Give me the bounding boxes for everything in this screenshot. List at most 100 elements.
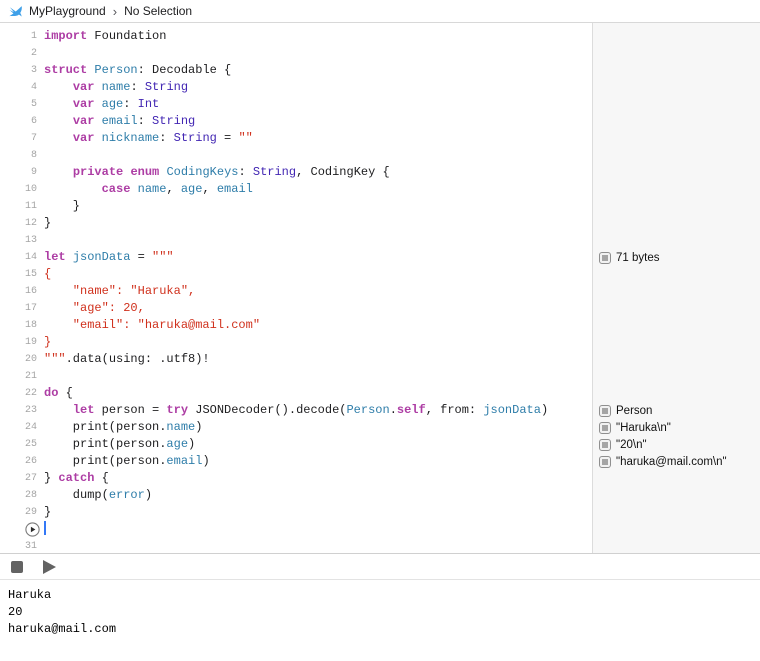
code-line[interactable]: 6 var email: String bbox=[0, 113, 592, 130]
inline-result[interactable]: 71 bytes bbox=[593, 249, 659, 266]
code-text: "name": "Haruka", bbox=[44, 284, 196, 298]
code-line[interactable]: 24 print(person.name) bbox=[0, 419, 592, 436]
code-text bbox=[44, 45, 592, 62]
code-line[interactable]: 2 bbox=[0, 45, 592, 62]
code-text bbox=[44, 538, 592, 553]
line-number: 8 bbox=[30, 150, 37, 161]
code-line[interactable]: 25 print(person.age) bbox=[0, 436, 592, 453]
code-line[interactable]: 26 print(person.email) bbox=[0, 453, 592, 470]
code-line[interactable]: 11 } bbox=[0, 198, 592, 215]
line-number: 9 bbox=[30, 167, 37, 178]
run-to-line-button[interactable] bbox=[0, 521, 44, 538]
show-result-icon[interactable] bbox=[599, 455, 611, 468]
line-number: 24 bbox=[24, 422, 37, 433]
code-line[interactable]: 19} bbox=[0, 334, 592, 351]
code-text: } bbox=[44, 216, 52, 230]
code-text: var name: String bbox=[72, 80, 189, 94]
stop-button[interactable] bbox=[11, 561, 23, 573]
code-line[interactable]: 20 """.data(using: .utf8)! bbox=[0, 351, 592, 368]
code-line[interactable]: 28 dump(error) bbox=[0, 487, 592, 504]
jump-bar: MyPlayground › No Selection bbox=[0, 0, 760, 23]
play-circle-icon[interactable] bbox=[25, 522, 40, 537]
code-line[interactable]: 31 bbox=[0, 538, 592, 553]
line-number: 11 bbox=[24, 201, 37, 212]
code-text bbox=[44, 520, 592, 538]
result-label: "20\n" bbox=[616, 438, 647, 451]
code-line[interactable]: 5 var age: Int bbox=[0, 96, 592, 113]
line-number: 10 bbox=[24, 184, 37, 195]
show-result-icon[interactable] bbox=[599, 438, 611, 451]
line-number: 31 bbox=[24, 541, 37, 552]
code-text: } bbox=[44, 335, 52, 349]
code-text: let person = try JSONDecoder().decode(Pe… bbox=[72, 403, 549, 417]
code-line[interactable]: 13 bbox=[0, 232, 592, 249]
code-line[interactable]: 27 } catch { bbox=[0, 470, 592, 487]
code-line[interactable]: 7 var nickname: String = "" bbox=[0, 130, 592, 147]
code-line[interactable]: 23 let person = try JSONDecoder().decode… bbox=[0, 402, 592, 419]
code-line[interactable]: 9 private enum CodingKeys: String, Codin… bbox=[0, 164, 592, 181]
line-number: 17 bbox=[24, 303, 37, 314]
inline-result[interactable]: Person bbox=[593, 402, 652, 419]
inline-result[interactable]: "20\n" bbox=[593, 436, 647, 453]
result-label: "haruka@mail.com\n" bbox=[616, 455, 727, 468]
inline-result[interactable]: "Haruka\n" bbox=[593, 419, 671, 436]
code-text: "email": "haruka@mail.com" bbox=[44, 318, 261, 332]
code-line[interactable]: 8 bbox=[0, 147, 592, 164]
code-text bbox=[44, 232, 592, 249]
line-number: 6 bbox=[30, 116, 37, 127]
code-text: """.data(using: .utf8)! bbox=[44, 352, 210, 366]
line-number: 20 bbox=[24, 354, 37, 365]
code-line[interactable]: 12} bbox=[0, 215, 592, 232]
code-text: struct Person: Decodable { bbox=[44, 63, 232, 77]
line-number: 16 bbox=[24, 286, 37, 297]
line-number: 27 bbox=[24, 473, 37, 484]
code-line[interactable]: 18 "email": "haruka@mail.com" bbox=[0, 317, 592, 334]
code-line[interactable]: 21 bbox=[0, 368, 592, 385]
code-line[interactable] bbox=[0, 520, 592, 538]
show-result-icon[interactable] bbox=[599, 251, 611, 264]
line-number: 5 bbox=[30, 99, 37, 110]
line-number: 14 bbox=[24, 252, 37, 263]
show-result-icon[interactable] bbox=[599, 404, 611, 417]
code-text: var nickname: String = "" bbox=[72, 131, 253, 145]
code-text: } catch { bbox=[44, 471, 109, 485]
jump-bar-selection[interactable]: No Selection bbox=[124, 4, 193, 18]
line-number: 23 bbox=[24, 405, 37, 416]
console-line: Haruka bbox=[8, 588, 52, 602]
line-number: 21 bbox=[24, 371, 37, 382]
line-number: 19 bbox=[24, 337, 37, 348]
jump-bar-file[interactable]: MyPlayground bbox=[29, 4, 106, 18]
line-number: 22 bbox=[24, 388, 37, 399]
jump-bar-separator: › bbox=[112, 3, 118, 19]
code-text: "age": 20, bbox=[44, 301, 145, 315]
code-text: case name, age, email bbox=[101, 182, 253, 196]
code-text: var age: Int bbox=[72, 97, 160, 111]
code-text bbox=[44, 147, 592, 164]
code-text bbox=[44, 368, 592, 385]
code-text: var email: String bbox=[72, 114, 196, 128]
swift-file-icon bbox=[9, 5, 22, 17]
inline-result[interactable]: "haruka@mail.com\n" bbox=[593, 453, 727, 470]
code-line[interactable]: 16 "name": "Haruka", bbox=[0, 283, 592, 300]
show-result-icon[interactable] bbox=[599, 421, 611, 434]
code-line[interactable]: 15{ bbox=[0, 266, 592, 283]
code-text: private enum CodingKeys: String, CodingK… bbox=[72, 165, 390, 179]
code-line[interactable]: 10 case name, age, email bbox=[0, 181, 592, 198]
code-text: } bbox=[44, 505, 52, 519]
code-line[interactable]: 29} bbox=[0, 504, 592, 521]
code-line[interactable]: 4 var name: String bbox=[0, 79, 592, 96]
code-text: dump(error) bbox=[44, 488, 153, 502]
line-number: 2 bbox=[30, 48, 37, 59]
play-button[interactable] bbox=[43, 560, 56, 574]
code-line[interactable]: 17 "age": 20, bbox=[0, 300, 592, 317]
result-label: Person bbox=[616, 404, 653, 417]
text-cursor bbox=[44, 520, 46, 535]
line-number: 12 bbox=[24, 218, 37, 229]
